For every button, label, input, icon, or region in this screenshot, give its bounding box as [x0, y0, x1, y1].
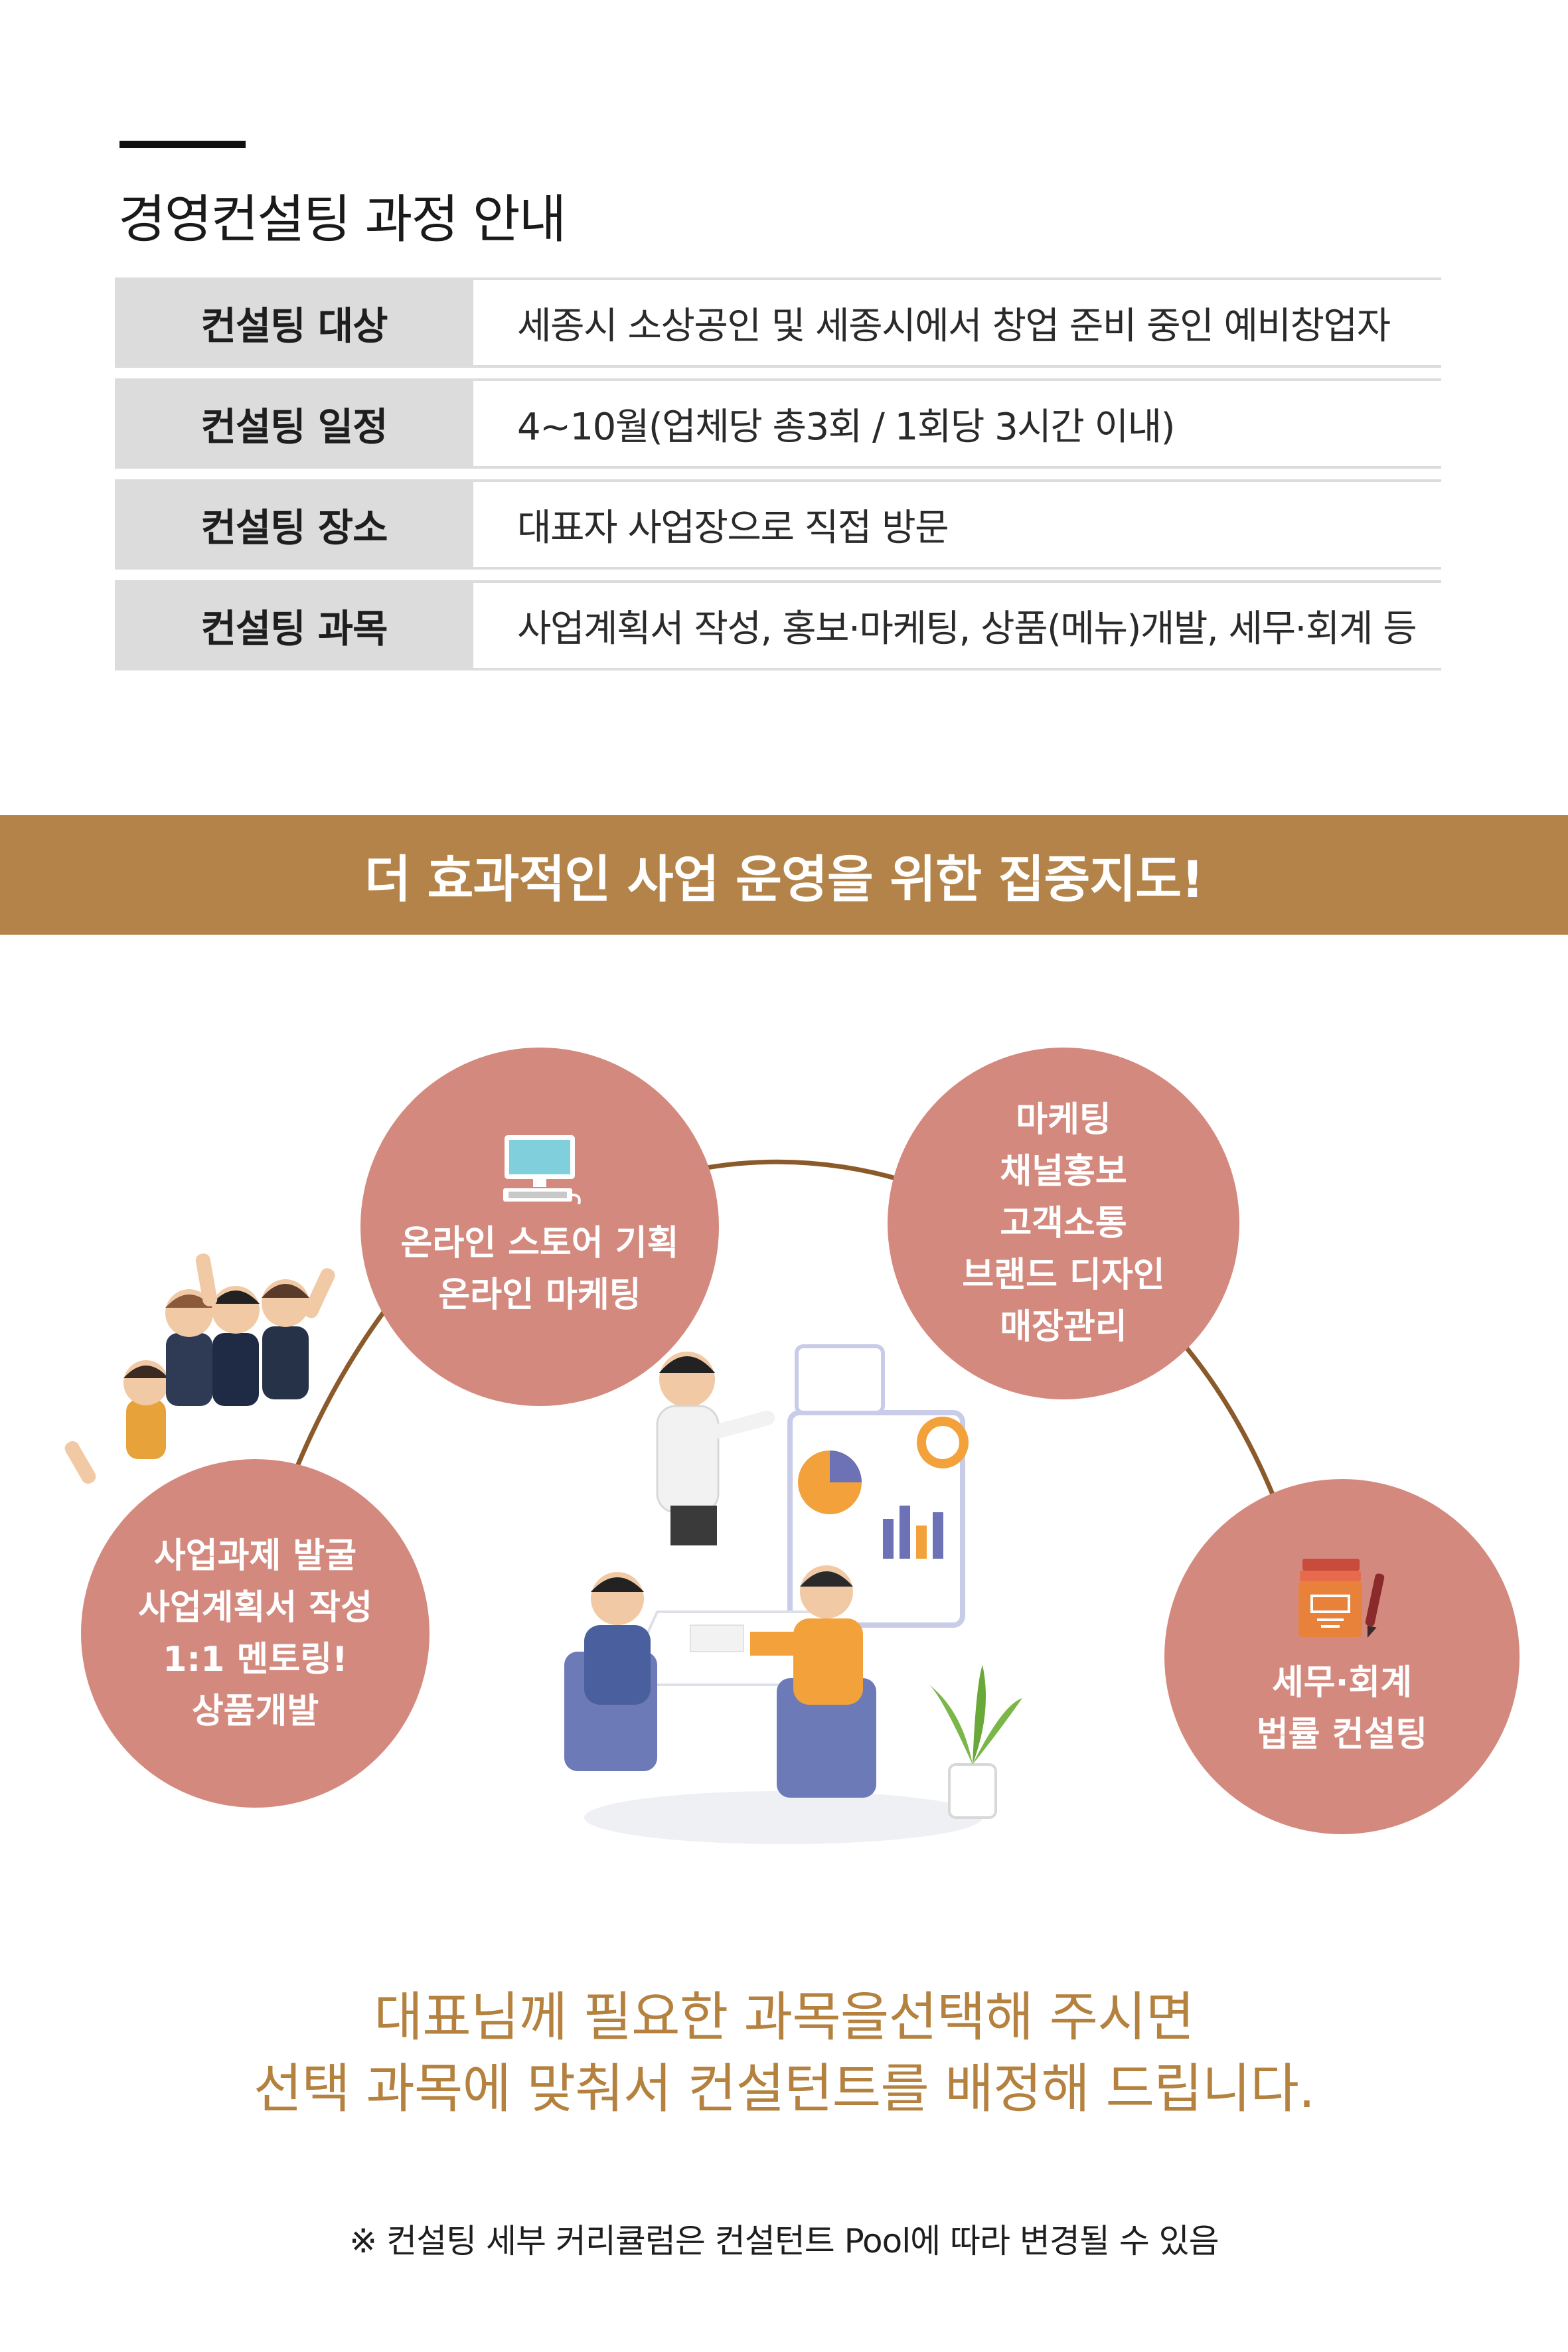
info-row-location: 컨설팅 장소 대표자 사업장으로 직접 방문 — [115, 479, 1441, 570]
info-value: 사업계획서 작성, 홍보·마케팅, 상품(메뉴)개발, 세무·회계 등 — [473, 580, 1441, 670]
info-label: 컨설팅 일정 — [115, 378, 473, 469]
banner-text: 더 효과적인 사업 운영을 위한 집중지도! — [364, 850, 1204, 909]
info-row-schedule: 컨설팅 일정 4~10월(업체당 총3회 / 1회당 3시간 이내) — [115, 378, 1441, 469]
topic-line: 브랜드 디자인 — [962, 1255, 1165, 1295]
info-value: 4~10월(업체당 총3회 / 1회당 3시간 이내) — [473, 378, 1441, 469]
info-label: 컨설팅 과목 — [115, 580, 473, 670]
cta-line-2: 선택 과목에 맞춰서 컨설턴트를 배정해 드립니다. — [253, 2058, 1316, 2120]
cheering-people-illustration — [64, 1253, 335, 1484]
info-value: 세종시 소상공인 및 세종시에서 창업 준비 중인 예비창업자 — [473, 277, 1441, 368]
topic-line: 매장관리 — [1000, 1307, 1127, 1347]
topic-line: 온라인 스토어 기획 — [400, 1223, 679, 1263]
topic-line: 채널홍보 — [1000, 1152, 1127, 1192]
info-label: 컨설팅 대상 — [115, 277, 473, 368]
section-banner: 더 효과적인 사업 운영을 위한 집중지도! — [0, 815, 1568, 935]
info-row-target: 컨설팅 대상 세종시 소상공인 및 세종시에서 창업 준비 중인 예비창업자 — [115, 277, 1441, 368]
topic-circle-planning: 사업과제 발굴 사업계획서 작성 1:1 멘토링! 상품개발 — [81, 1459, 430, 1808]
topics-diagram: 온라인 스토어 기획 온라인 마케팅 마케팅 채널홍보 고객소통 브랜드 디자인… — [0, 935, 1568, 1917]
topic-circle-online: 온라인 스토어 기획 온라인 마케팅 — [360, 1048, 719, 1406]
topic-line: 온라인 마케팅 — [438, 1275, 641, 1315]
topic-line: 고객소통 — [1000, 1204, 1127, 1243]
books-pen-icon — [1298, 1558, 1384, 1638]
info-value: 대표자 사업장으로 직접 방문 — [473, 479, 1441, 570]
topic-line: 상품개발 — [191, 1691, 319, 1731]
topic-line: 세무·회계 — [1271, 1662, 1413, 1703]
topic-line: 사업과제 발굴 — [153, 1535, 357, 1576]
computer-icon — [503, 1135, 581, 1205]
info-label: 컨설팅 장소 — [115, 479, 473, 570]
info-table: 컨설팅 대상 세종시 소상공인 및 세종시에서 창업 준비 중인 예비창업자 컨… — [115, 277, 1441, 681]
topic-circle-tax-legal: 세무·회계 법률 컨설팅 — [1164, 1479, 1520, 1834]
meeting-illustration — [564, 1344, 1022, 1844]
cta-message: 대표님께 필요한 과목을선택해 주시면 선택 과목에 맞춰서 컨설턴트를 배정해… — [0, 1982, 1568, 2125]
cta-line-1: 대표님께 필요한 과목을선택해 주시면 — [374, 1986, 1195, 2048]
title-accent-bar — [119, 141, 246, 148]
topic-line: 사업계획서 작성 — [138, 1587, 372, 1628]
diagram-graphics — [64, 1159, 1277, 1844]
info-row-subjects: 컨설팅 과목 사업계획서 작성, 홍보·마케팅, 상품(메뉴)개발, 세무·회계… — [115, 580, 1441, 670]
footnote: ※ 컨설팅 세부 커리큘럼은 컨설턴트 Pool에 따라 변경될 수 있음 — [349, 2222, 1219, 2260]
topic-line: 1:1 멘토링! — [163, 1639, 348, 1680]
topic-line: 마케팅 — [1016, 1100, 1111, 1140]
topic-line: 법률 컨설팅 — [1256, 1714, 1428, 1755]
topic-circle-marketing: 마케팅 채널홍보 고객소통 브랜드 디자인 매장관리 — [888, 1048, 1239, 1399]
page-title: 경영컨설팅 과정 안내 — [118, 190, 566, 250]
